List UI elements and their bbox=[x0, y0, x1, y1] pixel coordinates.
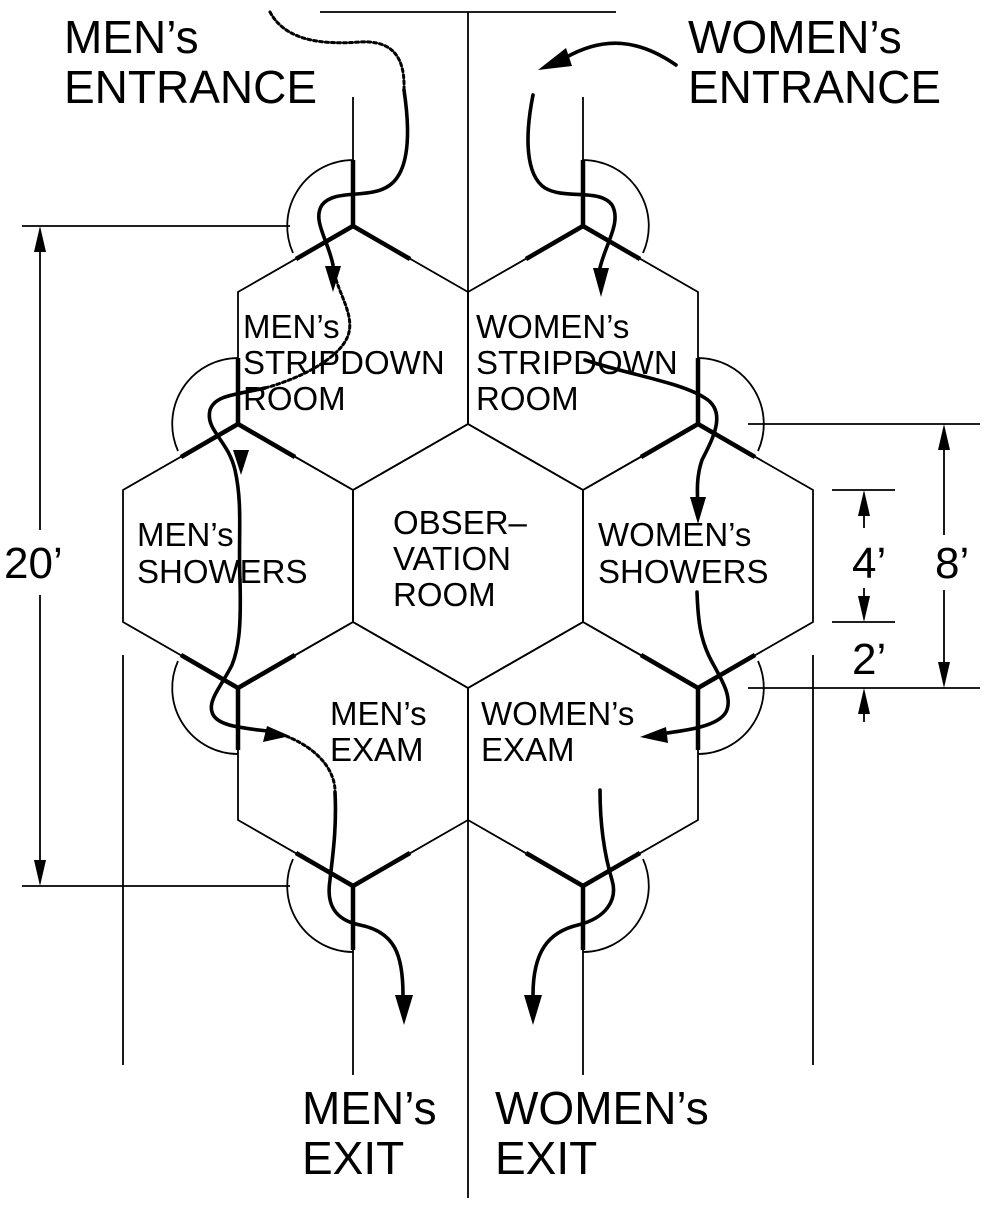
womens-exam-label: WOMEN’s EXAM bbox=[481, 695, 644, 768]
mens-exam-label: MEN’s EXAM bbox=[330, 695, 436, 768]
door-womens-entrance bbox=[524, 160, 642, 261]
dimension-2ft-label: 2’ bbox=[852, 635, 886, 684]
door-swing-arcs bbox=[171, 159, 765, 953]
center-divider bbox=[320, 11, 616, 1198]
mens-entrance-label: MEN’s ENTRANCE bbox=[64, 11, 317, 113]
dimension-2ft: 2’ bbox=[852, 635, 886, 722]
mens-stripdown-room-label: MEN’s STRIPDOWN ROOM bbox=[243, 308, 454, 417]
door-womens-showers bbox=[639, 358, 757, 459]
door-womens-exit bbox=[524, 851, 642, 950]
door-mens-showers bbox=[179, 358, 297, 459]
womens-entrance-label: WOMEN’s ENTRANCE bbox=[688, 11, 941, 113]
mens-exit-label: MEN’s EXIT bbox=[302, 1082, 449, 1184]
door-mens-entrance bbox=[294, 160, 412, 261]
dimension-20ft: 20’ bbox=[4, 225, 290, 887]
observation-room-label: OBSER– VATION ROOM bbox=[393, 504, 536, 613]
door-mens-exam bbox=[179, 653, 297, 750]
dimension-8ft: 8’ bbox=[748, 423, 980, 689]
dimension-8ft-label: 8’ bbox=[935, 539, 969, 588]
mens-route bbox=[207, 10, 413, 1025]
corridor-lines bbox=[122, 97, 814, 1075]
mens-showers-label: MEN’s SHOWERS bbox=[137, 516, 308, 590]
door-mens-exit bbox=[294, 851, 412, 950]
womens-showers-label: WOMEN’s SHOWERS bbox=[598, 516, 769, 590]
womens-route bbox=[524, 41, 730, 1025]
door-womens-exam bbox=[639, 653, 757, 750]
womens-exit-label: WOMEN’s EXIT bbox=[495, 1082, 722, 1184]
dimension-20ft-label: 20’ bbox=[4, 539, 63, 588]
womens-stripdown-room-label: WOMEN’s STRIPDOWN ROOM bbox=[476, 308, 687, 417]
dimension-4ft-label: 4’ bbox=[852, 539, 886, 588]
dimension-4ft: 4’ bbox=[832, 489, 895, 623]
